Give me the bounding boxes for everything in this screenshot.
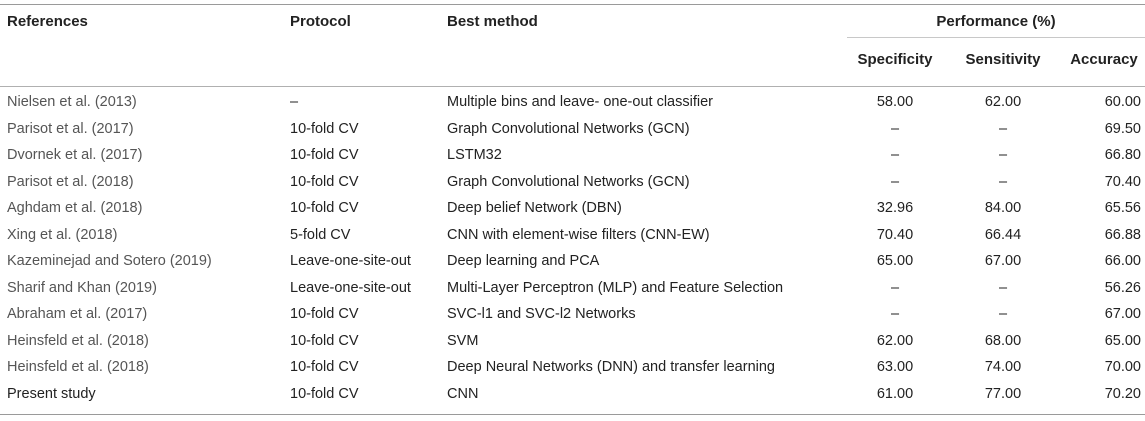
cell-reference: Aghdam et al. (2018) [7, 200, 143, 216]
cell-accuracy: 69.50 [1104, 120, 1141, 137]
cell-sensitivity: – [998, 279, 1008, 296]
cell-specificity: 63.00 [876, 359, 914, 375]
cell-accuracy: 70.40 [1104, 173, 1141, 190]
cell-reference: Kazeminejad and Sotero (2019) [7, 253, 212, 269]
cell-protocol: 5-fold CV [290, 226, 351, 243]
cell-reference: Heinsfeld et al. (2018) [7, 332, 149, 349]
table-row: Heinsfeld et al. (2018) 10-fold CV Deep … [0, 354, 1145, 381]
cell-method: Deep belief Network (DBN) [447, 200, 622, 216]
cell-specificity: – [890, 147, 900, 163]
cell-accuracy: 56.26 [1104, 279, 1141, 296]
cell-sensitivity: – [998, 173, 1008, 190]
cell-method: SVM [447, 332, 479, 349]
cell-sensitivity: 67.00 [984, 253, 1022, 269]
cell-reference: Xing et al. (2018) [7, 226, 118, 243]
cell-accuracy: 66.00 [1104, 253, 1141, 269]
cell-specificity: 70.40 [876, 226, 914, 243]
cell-accuracy: 70.20 [1104, 385, 1141, 402]
cell-method: Multi-Layer Perceptron (MLP) and Feature… [447, 279, 784, 296]
header-bottom-rule [0, 86, 1145, 87]
cell-sensitivity: 62.00 [984, 94, 1022, 110]
cell-protocol: 10-fold CV [290, 385, 359, 402]
cell-protocol: 10-fold CV [290, 200, 359, 216]
cell-reference: Parisot et al. (2018) [7, 173, 134, 190]
cell-protocol: 10-fold CV [290, 147, 359, 163]
table-row: Heinsfeld et al. (2018) 10-fold CV SVM 6… [0, 328, 1145, 355]
cell-sensitivity: 66.44 [984, 226, 1022, 243]
cell-sensitivity: – [998, 120, 1008, 137]
cell-specificity: 61.00 [876, 385, 914, 402]
cell-protocol: – [290, 94, 299, 110]
cell-protocol: Leave-one-site-out [290, 279, 411, 296]
header-references: References [7, 13, 88, 30]
cell-protocol: 10-fold CV [290, 120, 359, 137]
table-row: Xing et al. (2018) 5-fold CV CNN with el… [0, 222, 1145, 249]
performance-group-rule [847, 37, 1145, 38]
cell-sensitivity: – [998, 147, 1008, 163]
cell-reference: Heinsfeld et al. (2018) [7, 359, 149, 375]
table-row: Parisot et al. (2017) 10-fold CV Graph C… [0, 116, 1145, 143]
cell-specificity: 32.96 [876, 200, 914, 216]
cell-method: Deep learning and PCA [447, 253, 600, 269]
cell-specificity: 62.00 [876, 332, 914, 349]
cell-accuracy: 67.00 [1104, 306, 1141, 322]
table-row: Sharif and Khan (2019) Leave-one-site-ou… [0, 275, 1145, 302]
header-sensitivity: Sensitivity [965, 51, 1041, 68]
cell-protocol: 10-fold CV [290, 173, 359, 190]
cell-method: LSTM32 [447, 147, 502, 163]
cell-accuracy: 60.00 [1104, 94, 1141, 110]
header-performance: Performance (%) [936, 13, 1056, 30]
cell-protocol: Leave-one-site-out [290, 253, 411, 269]
cell-reference: Sharif and Khan (2019) [7, 279, 157, 296]
cell-method: Graph Convolutional Networks (GCN) [447, 173, 690, 190]
cell-reference: Abraham et al. (2017) [7, 306, 148, 322]
cell-specificity: 58.00 [876, 94, 914, 110]
cell-sensitivity: 84.00 [984, 200, 1022, 216]
cell-sensitivity: 68.00 [984, 332, 1022, 349]
table-row: Abraham et al. (2017) 10-fold CV SVC-l1 … [0, 301, 1145, 328]
cell-method: Multiple bins and leave- one-out classif… [447, 94, 713, 110]
cell-reference: Nielsen et al. (2013) [7, 94, 137, 110]
cell-protocol: 10-fold CV [290, 359, 359, 375]
table-row: Nielsen et al. (2013) – Multiple bins an… [0, 89, 1145, 116]
header-specificity: Specificity [857, 51, 933, 68]
cell-specificity: – [890, 279, 900, 296]
cell-specificity: – [890, 120, 900, 137]
cell-protocol: 10-fold CV [290, 306, 359, 322]
table-row: Aghdam et al. (2018) 10-fold CV Deep bel… [0, 195, 1145, 222]
cell-accuracy: 66.80 [1104, 147, 1141, 163]
cell-reference: Parisot et al. (2017) [7, 120, 134, 137]
table-row-present-study: Present study 10-fold CV CNN 61.00 77.00… [0, 381, 1145, 408]
cell-method: CNN [447, 385, 479, 402]
cell-accuracy: 66.88 [1104, 226, 1141, 243]
cell-specificity: – [890, 306, 900, 322]
cell-method: Deep Neural Networks (DNN) and transfer … [447, 359, 775, 375]
cell-specificity: 65.00 [876, 253, 914, 269]
table-body: Nielsen et al. (2013) – Multiple bins an… [0, 89, 1145, 407]
table-row: Kazeminejad and Sotero (2019) Leave-one-… [0, 248, 1145, 275]
table-top-rule [0, 4, 1145, 5]
cell-reference: Present study [7, 385, 96, 402]
cell-method: SVC-l1 and SVC-l2 Networks [447, 306, 636, 322]
cell-accuracy: 65.00 [1104, 332, 1141, 349]
header-accuracy: Accuracy [1070, 51, 1138, 68]
table-row: Parisot et al. (2018) 10-fold CV Graph C… [0, 169, 1145, 196]
cell-accuracy: 70.00 [1104, 359, 1141, 375]
header-protocol: Protocol [290, 13, 351, 30]
cell-accuracy: 65.56 [1104, 200, 1141, 216]
cell-method: CNN with element-wise filters (CNN-EW) [447, 226, 710, 243]
cell-specificity: – [890, 173, 900, 190]
cell-method: Graph Convolutional Networks (GCN) [447, 120, 690, 137]
cell-reference: Dvornek et al. (2017) [7, 147, 143, 163]
cell-protocol: 10-fold CV [290, 332, 359, 349]
table-bottom-rule [0, 414, 1145, 415]
cell-sensitivity: – [998, 306, 1008, 322]
header-best-method: Best method [447, 13, 538, 30]
cell-sensitivity: 77.00 [984, 385, 1022, 402]
table-row: Dvornek et al. (2017) 10-fold CV LSTM32 … [0, 142, 1145, 169]
cell-sensitivity: 74.00 [984, 359, 1022, 375]
